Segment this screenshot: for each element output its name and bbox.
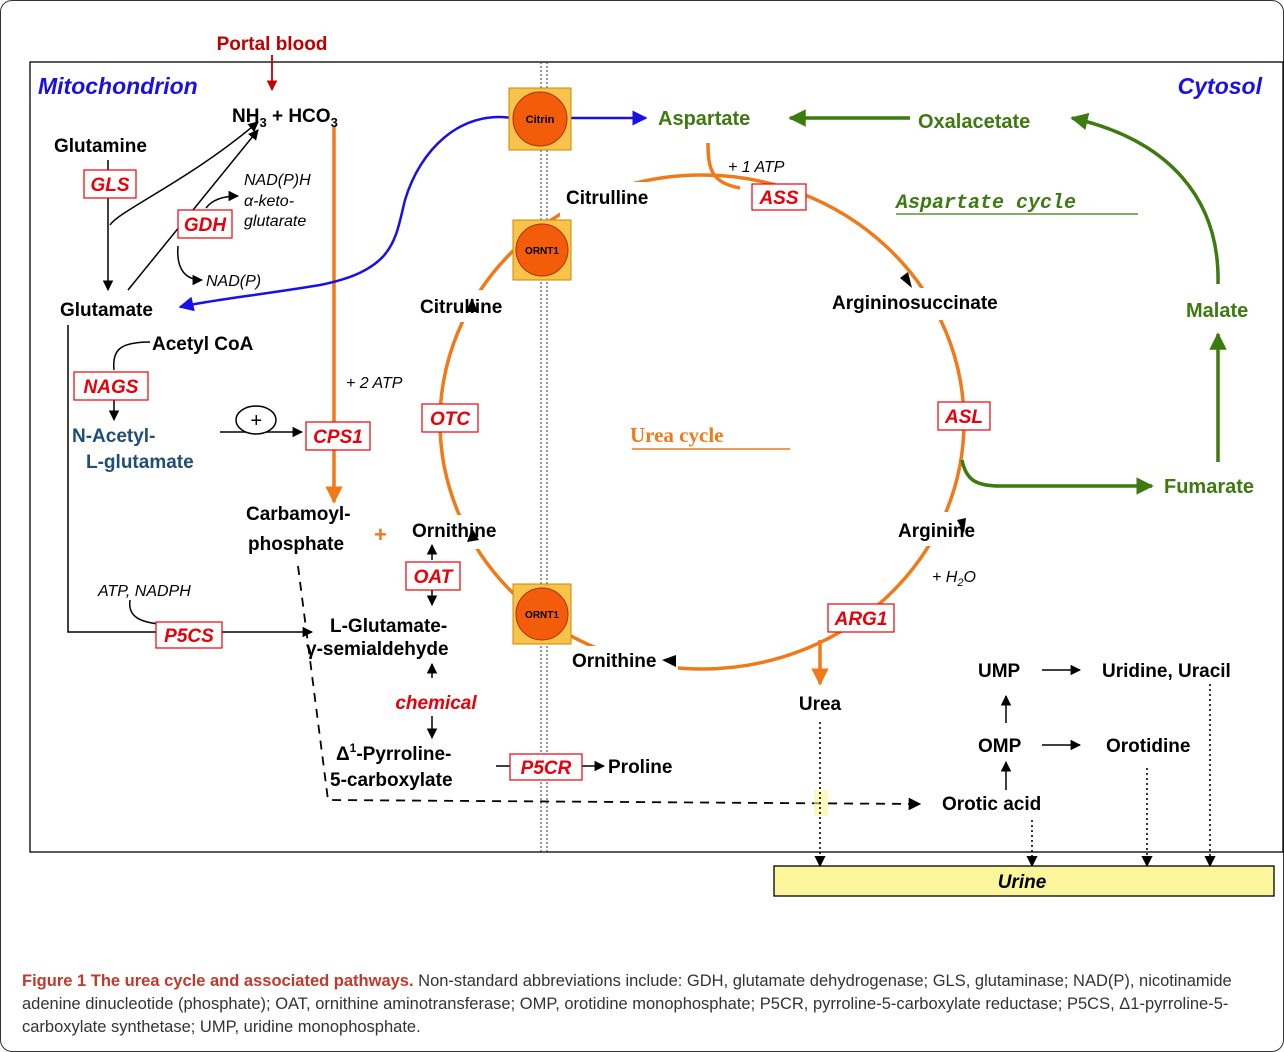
malate-label: Malate [1186, 300, 1248, 322]
ass-label: ASS [758, 188, 798, 209]
arginine-label: Arginine [898, 521, 975, 542]
ring-label-masks [398, 182, 1044, 676]
citrulline-cyto-label: Citrulline [566, 188, 648, 209]
nh3-hco3-label: NH3 + HCO3 [232, 106, 338, 130]
compartment-box [29, 61, 1284, 853]
orotic-path [297, 565, 922, 811]
ornt1-top-label: ORNT1 [525, 246, 559, 257]
citrin-label: Citrin [526, 114, 555, 126]
glutamate-label: Glutamate [60, 300, 153, 321]
p5cr-label: P5CR [521, 758, 572, 779]
citrulline-mito-label: Citrulline [420, 297, 502, 318]
atp1-label: + 1 ATP [728, 159, 785, 176]
uridine-label: Uridine, Uracil [1102, 661, 1231, 682]
asl-fumarate-arrow [960, 459, 1154, 495]
proline-label: Proline [608, 757, 672, 778]
p5cs-label: P5CS [164, 626, 214, 647]
urine-label: Urine [998, 872, 1047, 893]
omp-label: OMP [978, 736, 1022, 757]
n-acetyl-label-2: L-glutamate [86, 452, 194, 473]
gls-label: GLS [90, 175, 129, 196]
h2o-pre: + H [932, 569, 958, 586]
portal-blood-label: Portal blood [217, 34, 328, 55]
ump-label: UMP [978, 661, 1021, 682]
caption-text: Non-standard abbreviations include: GDH,… [22, 972, 1232, 1036]
enzyme-boxes [73, 169, 991, 781]
malate-oxalacetate-arrow [1070, 112, 1220, 285]
asl-label: ASL [944, 407, 983, 428]
plus-orange: + [374, 522, 387, 547]
argininosuccinate-label: Argininosuccinate [832, 293, 998, 314]
fumarate-label: Fumarate [1164, 476, 1254, 498]
ring-arrowheads [466, 272, 966, 667]
aspartate-label: Aspartate [658, 108, 750, 130]
nadph-label: NAD(P)H [244, 172, 311, 189]
nadp-label: NAD(P) [206, 273, 261, 290]
orotidine-label: Orotidine [1106, 736, 1190, 757]
cps1-label: CPS1 [313, 427, 363, 448]
p5c-label-2: 5-carboxylate [330, 770, 453, 791]
nh3-text: NH [232, 106, 259, 127]
hco3-sub: 3 [331, 115, 338, 130]
mitochondrion-label: Mitochondrion [38, 73, 198, 99]
cytosol-label: Cytosol [1178, 73, 1263, 99]
plus-circle-label: + [250, 410, 262, 432]
cofactor-labels: NAD(P)H α-keto- glutarate NAD(P) + 2 ATP… [97, 159, 976, 600]
aspartate-merge [706, 142, 741, 190]
oxalacetate-label: Oxalacetate [918, 111, 1030, 133]
glutamine-label: Glutamine [54, 136, 147, 157]
lgsa-label-2: γ-semialdehyde [306, 639, 449, 660]
metabolite-labels: Portal blood NH3 + HCO3 Glutamine Glutam… [54, 34, 1231, 815]
enzyme-labels: GLS GDH NAGS CPS1 P5CS OAT OTC ASS ASL A… [84, 175, 983, 779]
caption-title: Figure 1 The urea cycle and associated p… [22, 972, 414, 990]
carbamoyl-label-2: phosphate [248, 534, 344, 555]
arg1-label: ARG1 [834, 609, 888, 630]
nh3-sub: 3 [259, 115, 266, 130]
hco3-text: + HCO [267, 106, 331, 127]
oat-label: OAT [414, 567, 454, 588]
n-acetyl-label-1: N-Acetyl- [72, 426, 155, 447]
green-metabolites: Aspartate Oxalacetate Malate Fumarate [658, 108, 1254, 498]
otc-label: OTC [430, 409, 470, 430]
lgsa-label-1: L-Glutamate- [330, 616, 447, 637]
urea-crossing [814, 790, 828, 816]
chemical-label: chemical [395, 693, 477, 714]
aspartate-cycle-label: Aspartate cycle [894, 192, 1076, 215]
h2o-label: + H2O [932, 569, 976, 589]
urea-label: Urea [799, 694, 842, 715]
nags-label: NAGS [84, 377, 139, 398]
orotic-acid-label: Orotic acid [942, 794, 1041, 815]
citrin-transporter: Citrin [508, 87, 572, 151]
atp-nadph-label: ATP, NADPH [97, 583, 191, 600]
activation-circle [235, 405, 277, 435]
ornt1-bottom-label: ORNT1 [525, 610, 559, 621]
p5c-label-1: Δ1-Pyrroline- [336, 741, 451, 765]
carbamoyl-label-1: Carbamoyl- [246, 504, 351, 525]
p5c-delta: Δ [336, 744, 350, 765]
akg-label-2: glutarate [244, 213, 306, 230]
atp2-label: + 2 ATP [346, 375, 403, 392]
acetyl-coa-label: Acetyl CoA [152, 334, 254, 355]
citrin-glutamate-arrow [178, 115, 513, 312]
p5c-sup: 1 [350, 741, 357, 755]
ornithine-cyto-label: Ornithine [572, 651, 656, 672]
n-acetyl-labels: N-Acetyl- L-glutamate [72, 426, 194, 473]
urea-cycle-label: Urea cycle [630, 423, 723, 447]
urine-bar [773, 865, 1275, 897]
urine-dotted [814, 684, 1216, 868]
h2o-post: O [963, 569, 975, 586]
ornt1-bottom-transporter: ORNT1 [512, 583, 572, 645]
gdh-label: GDH [184, 215, 228, 236]
figure-caption: Figure 1 The urea cycle and associated p… [22, 970, 1262, 1039]
akg-label-1: α-keto- [244, 193, 294, 210]
p5c-pyrroline: -Pyrroline- [356, 744, 451, 765]
ornithine-mito-label: Ornithine [412, 521, 496, 542]
ornt1-top-transporter: ORNT1 [512, 219, 572, 281]
h2o-sub: 2 [956, 577, 963, 589]
